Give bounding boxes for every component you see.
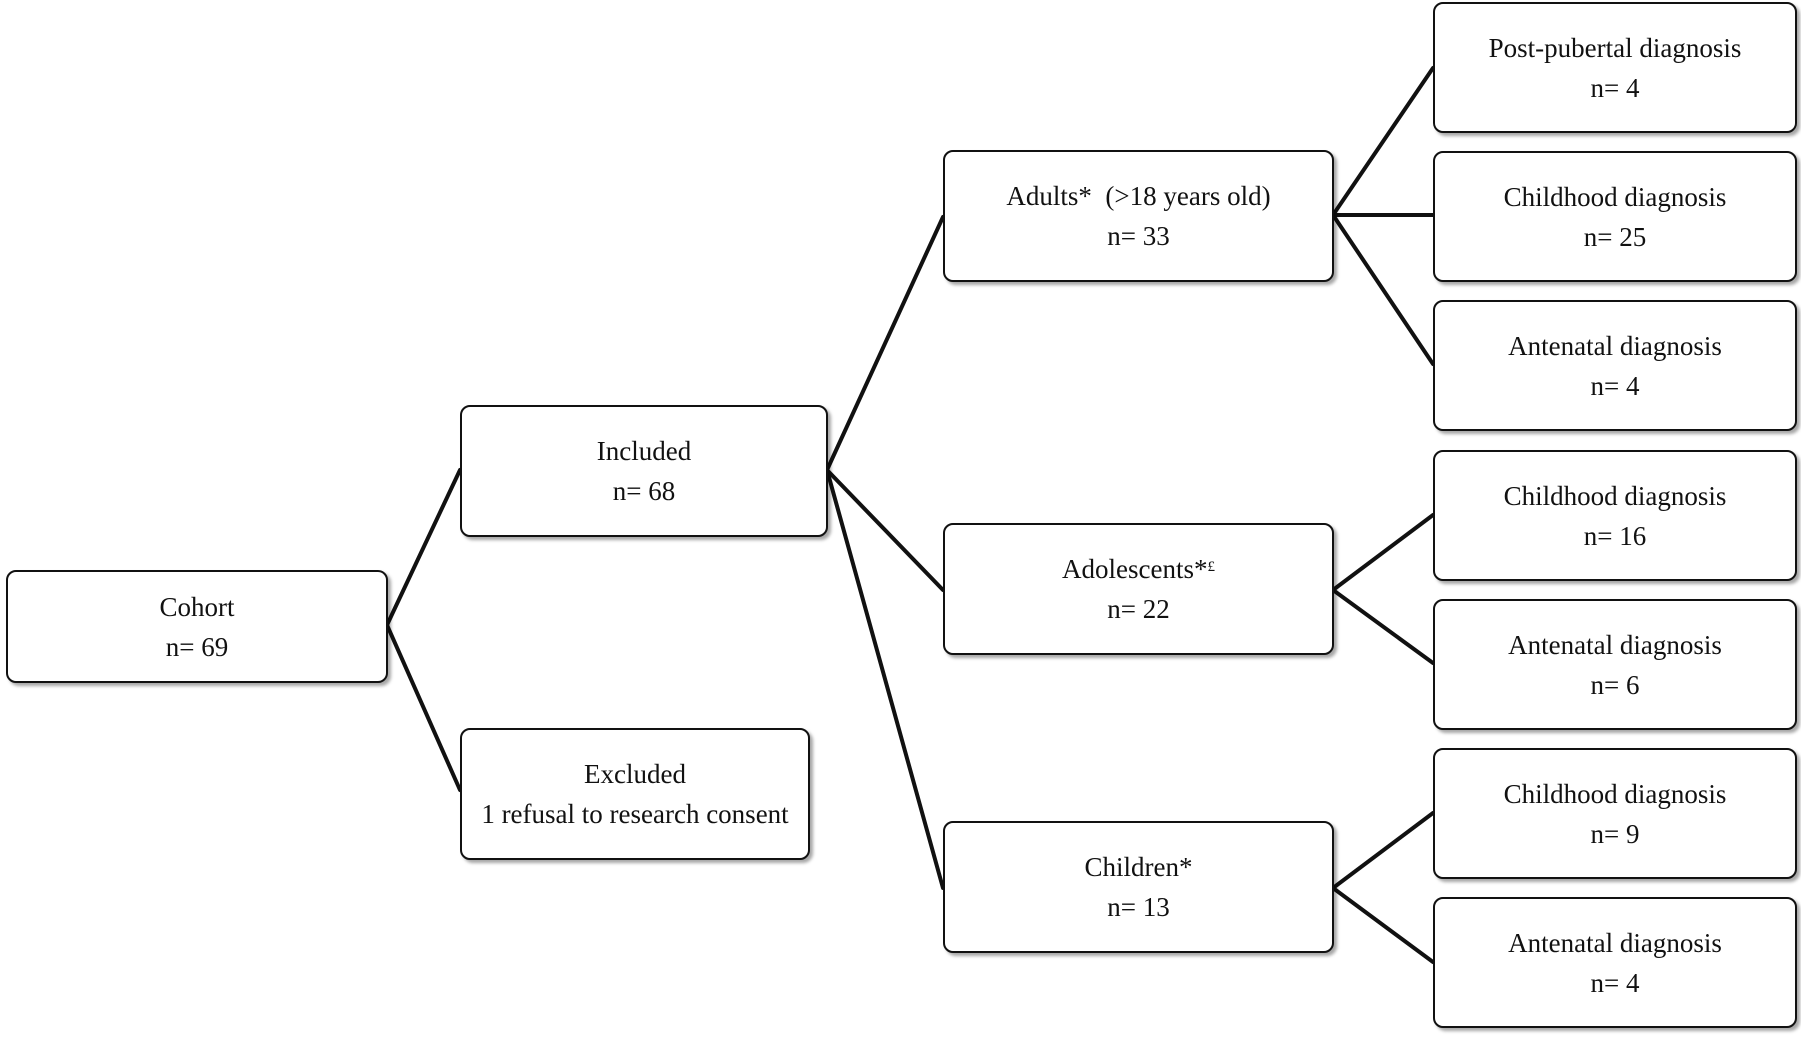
adolescents-antenatal-count: n= 6 — [1590, 669, 1640, 700]
cohort-box: Cohort n= 69 — [6, 570, 388, 683]
connector-adolescents-childhood — [1331, 513, 1435, 592]
adolescents-box: Adolescents*£ n= 22 — [943, 523, 1334, 655]
included-title: Included — [596, 436, 692, 466]
connector-children-antenatal — [1331, 886, 1435, 964]
adolescents-childhood-title: Childhood diagnosis — [1503, 480, 1727, 511]
connector-included-adults — [825, 215, 945, 472]
connector-adolescents-antenatal — [1331, 588, 1435, 665]
children-childhood-count: n= 9 — [1590, 818, 1640, 849]
adolescents-antenatal-box: Antenatal diagnosis n= 6 — [1433, 599, 1797, 730]
cohort-title: Cohort — [159, 591, 235, 622]
connector-included-adolescents — [825, 468, 945, 592]
adolescents-count: n= 22 — [1107, 594, 1170, 624]
adolescents-childhood-count: n= 16 — [1583, 520, 1647, 551]
children-box: Children* n= 13 — [943, 821, 1334, 953]
adults-antenatal-title: Antenatal diagnosis — [1508, 330, 1722, 361]
adults-childhood-count: n= 25 — [1583, 221, 1647, 252]
included-count: n= 68 — [612, 476, 676, 506]
children-count: n= 13 — [1107, 892, 1170, 922]
excluded-detail: 1 refusal to research consent — [481, 799, 789, 829]
adolescents-title-sup: £ — [1207, 559, 1215, 575]
adults-count: n= 33 — [1107, 221, 1170, 251]
children-childhood-box: Childhood diagnosis n= 9 — [1433, 748, 1797, 879]
connector-adults-postpubertal — [1331, 66, 1435, 217]
adults-postpubertal-box: Post-pubertal diagnosis n= 4 — [1433, 2, 1797, 133]
connector-children-childhood — [1331, 811, 1435, 890]
adolescents-title: Adolescents* — [1062, 554, 1208, 584]
adolescents-antenatal-title: Antenatal diagnosis — [1508, 629, 1722, 660]
excluded-box: Excluded 1 refusal to research consent — [460, 728, 810, 860]
children-antenatal-box: Antenatal diagnosis n= 4 — [1433, 897, 1797, 1028]
adults-childhood-title: Childhood diagnosis — [1503, 181, 1727, 212]
adolescents-childhood-box: Childhood diagnosis n= 16 — [1433, 450, 1797, 581]
adults-childhood-box: Childhood diagnosis n= 25 — [1433, 151, 1797, 282]
excluded-title: Excluded — [584, 759, 686, 789]
included-box: Included n= 68 — [460, 405, 828, 537]
adults-antenatal-box: Antenatal diagnosis n= 4 — [1433, 300, 1797, 431]
cohort-count: n= 69 — [165, 631, 229, 662]
adolescents-title-line: Adolescents*£ — [1062, 549, 1215, 589]
adults-postpubertal-title: Post-pubertal diagnosis — [1488, 32, 1742, 63]
children-antenatal-count: n= 4 — [1590, 967, 1640, 998]
children-title: Children* — [1084, 852, 1193, 882]
connector-adults-antenatal — [1331, 213, 1435, 366]
adults-title: Adults* (>18 years old) — [1006, 181, 1271, 211]
children-antenatal-title: Antenatal diagnosis — [1508, 927, 1722, 958]
connector-cohort-excluded — [385, 623, 462, 792]
children-childhood-title: Childhood diagnosis — [1503, 778, 1727, 809]
adults-antenatal-count: n= 4 — [1590, 370, 1640, 401]
connector-included-children — [825, 468, 945, 890]
adults-postpubertal-count: n= 4 — [1590, 72, 1640, 103]
adults-box: Adults* (>18 years old) n= 33 — [943, 150, 1334, 282]
connector-cohort-included — [385, 468, 462, 627]
